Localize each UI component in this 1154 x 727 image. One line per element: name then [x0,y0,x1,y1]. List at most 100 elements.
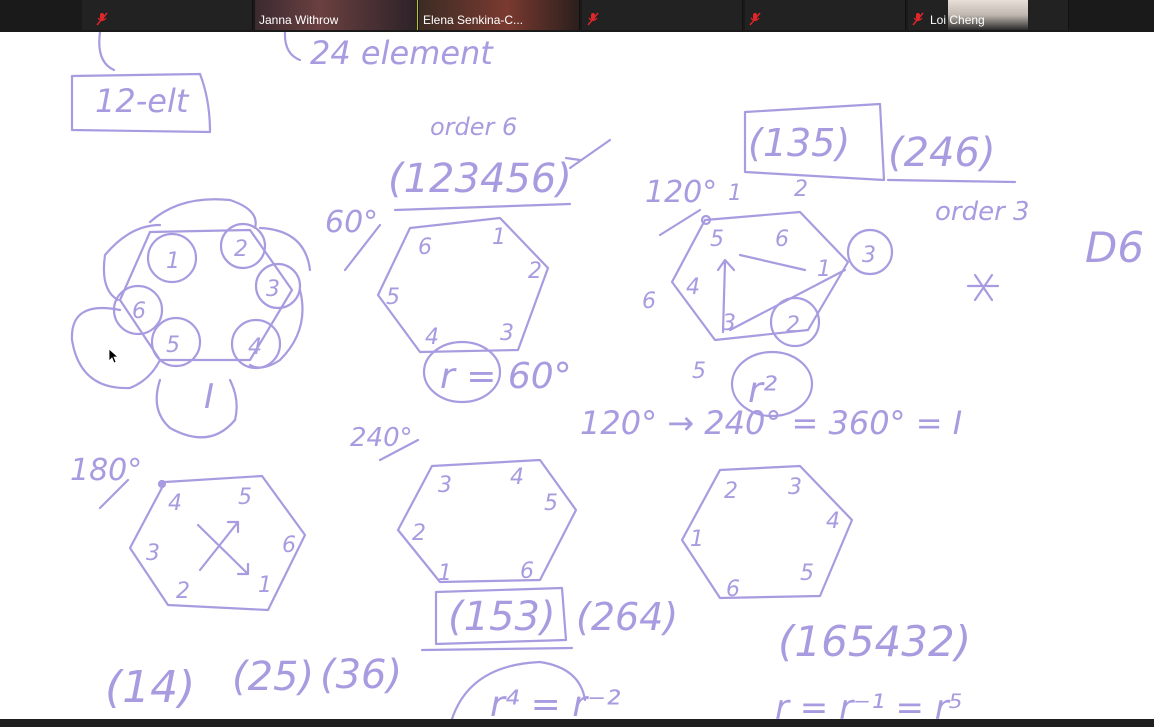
rotation-arrow [378,438,420,462]
svg-text:2: 2 [176,579,190,604]
rotation-arrow [658,208,702,237]
label-cycle-264: (264) [576,595,678,639]
video-feed [948,0,1028,30]
svg-text:4: 4 [248,335,262,360]
label-cycle-135: (135) [748,121,850,165]
label-cycle-14: (14) [105,662,195,713]
hexagon-180 [128,474,307,612]
svg-text:4: 4 [510,465,524,490]
label-12-elt: 12-elt [95,82,190,120]
svg-text:5: 5 [710,227,724,252]
svg-text:5: 5 [238,485,252,510]
video-feed [419,0,579,30]
label-cycle-25: (25) [232,654,314,700]
label-120deg: 120° [645,175,717,210]
svg-text:4: 4 [686,275,700,300]
svg-text:2: 2 [412,521,426,546]
svg-text:3: 3 [862,243,876,268]
label-order-3: order 3 [935,197,1030,227]
participant-tile-1[interactable] [82,0,253,30]
circle-node [146,232,198,284]
svg-text:6: 6 [726,577,740,602]
arrow-stroke [196,523,250,576]
arrow-stroke [716,258,736,334]
label-180deg: 180° [70,453,142,488]
bottom-bar [0,719,1154,727]
svg-text:3: 3 [438,473,452,498]
mic-muted-icon [749,12,761,26]
svg-text:2: 2 [724,479,738,504]
label-cycle-246: (246) [888,130,996,176]
star-mark [966,273,1000,302]
circle-node [150,316,202,368]
video-strip: Janna Withrow Elena Senkina-C... Loi Che… [0,0,1154,32]
loop-stroke [148,198,257,230]
label-r4: r⁴ = r⁻² [490,684,621,719]
svg-text:6: 6 [642,289,656,314]
participant-name: Janna Withrow [259,13,339,27]
mic-muted-icon [587,12,599,26]
underline-stroke [886,178,1017,184]
mic-muted-icon [96,12,108,26]
svg-text:4: 4 [425,325,439,350]
box-12-elt [70,72,212,134]
circle-r2 [730,350,814,418]
svg-text:3: 3 [266,277,280,302]
hexagon-identity [118,228,294,362]
video-feed [255,0,417,30]
label-order-6: order 6 [430,113,517,141]
circle-node [769,296,821,348]
svg-text:1: 1 [492,225,506,250]
hexagon-240 [396,458,578,584]
circle-node [219,222,267,270]
svg-text:4: 4 [826,509,840,534]
bracket-stroke [98,32,116,72]
hexagon-300 [680,464,854,600]
svg-text:3: 3 [500,321,514,346]
arrow-stroke [564,138,612,170]
rotation-arrow [343,223,382,272]
participant-tile-4[interactable] [582,0,743,30]
label-cycle-36: (36) [320,652,402,698]
box-135 [743,102,886,182]
svg-text:1: 1 [817,257,831,282]
svg-text:1: 1 [690,527,704,552]
svg-text:5: 5 [544,491,558,516]
svg-text:2: 2 [528,259,542,284]
svg-text:5: 5 [386,285,400,310]
circle-r [422,340,502,404]
arrow-stroke [738,253,807,272]
bracket-stroke [283,32,302,62]
svg-text:5: 5 [692,359,706,384]
svg-text:5: 5 [166,333,180,358]
svg-text:3: 3 [788,475,802,500]
loop-stroke [248,288,304,369]
svg-text:6: 6 [520,559,534,584]
circle-r4 [450,660,587,719]
svg-text:1: 1 [166,249,180,274]
label-r-inverse: r = r⁻¹ = r⁵ [775,688,962,719]
svg-text:6: 6 [132,299,146,324]
label-60deg: 60° [325,205,378,240]
label-r-60: r = 60° [440,356,572,397]
label-d6: D6 [1085,223,1144,272]
mic-muted-icon [912,12,924,26]
svg-text:1: 1 [258,573,272,598]
participant-tile-5[interactable] [745,0,906,30]
participant-tile-3[interactable]: Elena Senkina-C... [419,0,580,30]
svg-text:1: 1 [438,561,452,586]
svg-text:6: 6 [282,533,296,558]
underline-stroke [393,202,572,212]
circle-node [846,228,894,276]
participant-tile-2[interactable]: Janna Withrow [255,0,418,30]
label-240deg: 240° [350,423,413,453]
box-153 [434,586,568,646]
participant-tile-6[interactable]: Loi Cheng [908,0,1069,30]
label-24-element: 24 element [310,34,494,72]
svg-text:4: 4 [168,491,182,516]
whiteboard-canvas[interactable]: 24 element 12-elt order 6 (123456) (135)… [0,32,1154,719]
svg-text:6: 6 [775,227,789,252]
loop-stroke [258,226,312,272]
participant-name: Loi Cheng [930,13,985,27]
